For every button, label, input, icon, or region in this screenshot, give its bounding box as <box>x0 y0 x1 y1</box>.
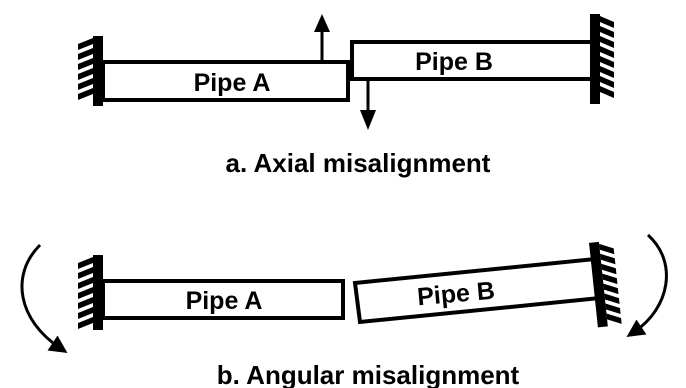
pipe-b-label: Pipe B <box>416 277 496 312</box>
curved-arrow-icon <box>626 233 668 337</box>
pipe-a-body <box>101 279 345 320</box>
wall-hatch-icon <box>600 16 614 98</box>
wall-bar <box>93 255 103 330</box>
wall-hatch-icon <box>78 257 93 329</box>
wall-hatch-icon <box>78 38 93 100</box>
down-arrow-icon <box>360 79 376 130</box>
curved-arrow-icon <box>20 243 68 353</box>
wall-bar <box>93 36 103 106</box>
wall-hatch-icon <box>599 243 622 324</box>
left-wall-b <box>78 255 103 330</box>
right-wall-a <box>590 14 614 104</box>
pipe-b-label: Pipe B <box>415 48 493 76</box>
pipe-a-body <box>101 60 350 102</box>
wall-bar <box>590 14 600 104</box>
wall-bar <box>589 241 608 328</box>
caption-a: a. Axial misalignment <box>226 148 491 178</box>
pipe-a-label: Pipe A <box>194 69 271 97</box>
pipe-a-label: Pipe A <box>186 287 263 315</box>
panel-a: Pipe A Pipe B <box>78 14 614 178</box>
right-wall-b <box>589 241 622 328</box>
panel-b: Pipe A Pipe B b. Angular misalignment <box>20 233 668 388</box>
left-wall-a <box>78 36 103 106</box>
pipe-b-body <box>350 40 594 81</box>
caption-b: b. Angular misalignment <box>217 360 520 388</box>
up-arrow-icon <box>314 14 330 62</box>
